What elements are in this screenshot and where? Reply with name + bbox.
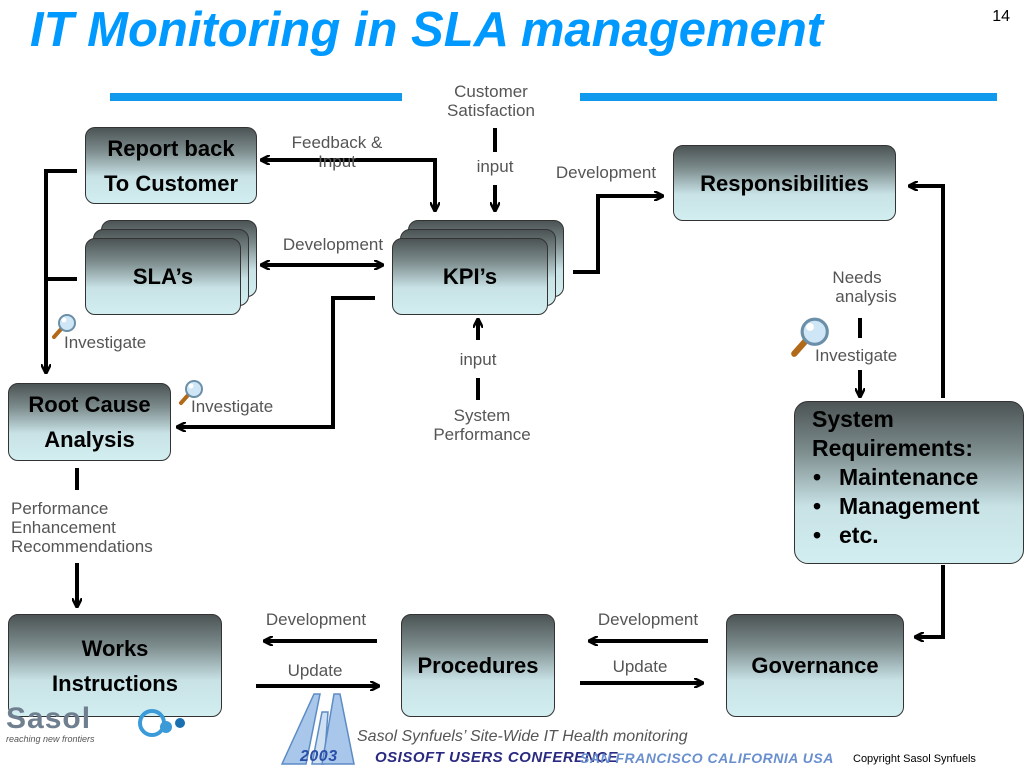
development-bottom-left-label: Development bbox=[265, 610, 367, 629]
feedback-input-label: Feedback & Input bbox=[291, 133, 383, 171]
report-back-box: Report back To Customer bbox=[85, 127, 257, 204]
conference-logo-icon bbox=[280, 693, 355, 765]
customer-satisfaction-label: Customer Satisfaction bbox=[447, 82, 535, 120]
works-line1: Works bbox=[81, 635, 149, 661]
arrow-feedback-to-kpis bbox=[410, 158, 435, 210]
input-bottom-label: input bbox=[459, 350, 497, 369]
arrow-report-to-root-cause bbox=[46, 169, 77, 372]
report-back-line2: To Customer bbox=[103, 170, 239, 196]
system-performance-label: System Performance bbox=[433, 406, 531, 444]
kpis-label: KPI’s bbox=[442, 264, 498, 289]
development-responsibilities-label: Development bbox=[555, 163, 657, 182]
page-number: 14 bbox=[992, 8, 1010, 25]
update-bottom-left-label: Update bbox=[287, 661, 343, 680]
performance-recommendations-label: Performance Enhancement Recommendations bbox=[11, 499, 153, 556]
responsibilities-box: Responsibilities bbox=[673, 145, 896, 221]
investigate-root-label: Investigate bbox=[191, 397, 274, 416]
conference-name: OSISOFT USERS CONFERENCE bbox=[375, 749, 618, 766]
root-cause-box: Root Cause Analysis bbox=[8, 383, 171, 461]
development-sla-label: Development bbox=[282, 235, 384, 254]
conference-location: SAN FRANCISCO CALIFORNIA USA bbox=[580, 750, 834, 766]
footer-caption: Sasol Synfuels’ Site-Wide IT Health moni… bbox=[357, 728, 688, 745]
investigate-right-label: Investigate bbox=[815, 346, 898, 365]
magnifier-icon bbox=[791, 317, 829, 357]
requirement-item: Maintenance bbox=[812, 463, 1023, 492]
slide-title: IT Monitoring in SLA management bbox=[30, 3, 824, 57]
arrow-kpis-to-root-cause bbox=[178, 296, 375, 427]
works-line2: Instructions bbox=[52, 670, 178, 696]
system-requirements-list: Maintenance Management etc. bbox=[812, 463, 1023, 550]
slas-label: SLA’s bbox=[132, 264, 194, 289]
procedures-label: Procedures bbox=[417, 653, 539, 678]
root-cause-line2: Analysis bbox=[44, 427, 135, 452]
arrow-kpis-to-responsibilities bbox=[573, 196, 662, 274]
responsibilities-label: Responsibilities bbox=[700, 170, 869, 196]
root-cause-line1: Root Cause bbox=[28, 392, 151, 417]
input-top-label: input bbox=[476, 157, 514, 176]
title-rule-right bbox=[580, 93, 997, 101]
requirement-item: Management bbox=[812, 492, 1023, 521]
arrow-sysreq-to-responsibilities bbox=[910, 186, 945, 398]
governance-label: Governance bbox=[751, 653, 879, 678]
slas-box: SLA’s bbox=[85, 238, 241, 315]
development-bottom-right-label: Development bbox=[597, 610, 699, 629]
system-requirements-box: System Requirements: Maintenance Managem… bbox=[794, 401, 1024, 564]
magnifier-icon bbox=[52, 314, 76, 339]
works-instructions-box: Works Instructions bbox=[8, 614, 222, 717]
conference-year: 2003 bbox=[300, 748, 338, 765]
kpis-box: KPI’s bbox=[392, 238, 548, 315]
sasol-swirl-icon bbox=[138, 709, 185, 737]
copyright: Copyright Sasol Synfuels bbox=[853, 753, 976, 765]
update-bottom-right-label: Update bbox=[612, 657, 668, 676]
arrow-sysreq-to-governance bbox=[916, 565, 945, 637]
needs-analysis-label: Needs analysis bbox=[832, 268, 897, 306]
requirement-item: etc. bbox=[812, 521, 1023, 550]
title-rule-left bbox=[110, 93, 402, 101]
system-requirements-line1: System bbox=[812, 406, 894, 432]
procedures-box: Procedures bbox=[401, 614, 555, 717]
investigate-left-label: Investigate bbox=[64, 333, 147, 352]
magnifier-icon bbox=[179, 380, 203, 405]
report-back-line1: Report back bbox=[107, 135, 235, 161]
system-requirements-line2: Requirements: bbox=[812, 435, 974, 461]
sasol-logo: Sasol reaching new frontiers bbox=[6, 702, 95, 745]
governance-box: Governance bbox=[726, 614, 904, 717]
